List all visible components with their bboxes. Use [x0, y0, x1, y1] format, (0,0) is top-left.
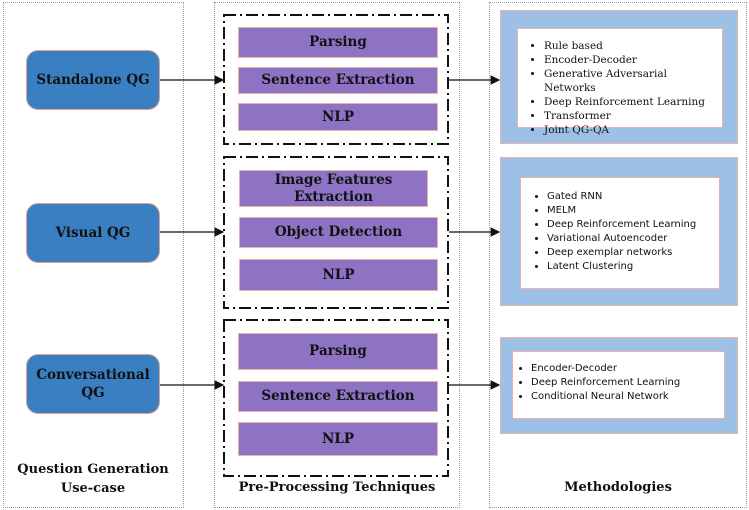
method-item: Deep Reinforcement Learning — [547, 218, 719, 232]
method-item: Transformer — [544, 109, 722, 123]
method-item: Encoder-Decoder — [531, 362, 724, 376]
method-item: Deep Reinforcement Learning — [531, 376, 724, 390]
methods-list: Rule based Encoder-Decoder Generative Ad… — [517, 28, 723, 136]
method-item: Gated RNN — [547, 190, 719, 204]
preprocessing-column-label: Pre-Processing Techniques — [238, 480, 436, 495]
methods-standalone: Rule based Encoder-Decoder Generative Ad… — [500, 10, 738, 144]
usecase-column — [3, 2, 184, 508]
standalone-qg-box: Standalone QG — [26, 50, 160, 110]
methods-conversational: Encoder-Decoder Deep Reinforcement Learn… — [500, 337, 738, 434]
pp-sentence-extraction: Sentence Extraction — [238, 381, 438, 412]
methods-list: Gated RNN MELM Deep Reinforcement Learni… — [520, 177, 720, 289]
method-item: Variational Autoencoder — [547, 232, 719, 246]
pp-object-detection: Object Detection — [239, 217, 438, 248]
pp-parsing: Parsing — [238, 27, 438, 58]
methodologies-column-label: Methodologies — [564, 480, 672, 495]
visual-qg-box: Visual QG — [26, 203, 160, 263]
method-item: Conditional Neural Network — [531, 390, 724, 404]
method-item: Latent Clustering — [547, 260, 719, 274]
pp-sentence-extraction: Sentence Extraction — [238, 67, 438, 94]
method-item: Generative Adversarial Networks — [544, 67, 722, 95]
preprocessing-column — [214, 2, 460, 508]
pp-nlp: NLP — [239, 259, 438, 291]
pp-nlp: NLP — [238, 103, 438, 131]
group-border-visual — [223, 156, 449, 309]
pp-nlp: NLP — [238, 422, 438, 456]
usecase-column-label: Question Generation Use-case — [17, 462, 169, 496]
pp-parsing: Parsing — [238, 333, 438, 370]
method-item: MELM — [547, 204, 719, 218]
conversational-qg-box: Conversational QG — [26, 354, 160, 414]
method-item: Deep exemplar networks — [547, 246, 719, 260]
methodologies-column — [489, 2, 747, 508]
method-item: Rule based — [544, 39, 722, 53]
methods-list: Encoder-Decoder Deep Reinforcement Learn… — [512, 351, 725, 419]
group-border-conversational — [223, 319, 449, 477]
methods-visual: Gated RNN MELM Deep Reinforcement Learni… — [500, 157, 738, 306]
method-item: Joint QG-QA — [544, 123, 722, 137]
method-item: Encoder-Decoder — [544, 53, 722, 67]
method-item: Deep Reinforcement Learning — [544, 95, 722, 109]
pp-image-features-extraction: Image Features Extraction — [239, 170, 428, 207]
